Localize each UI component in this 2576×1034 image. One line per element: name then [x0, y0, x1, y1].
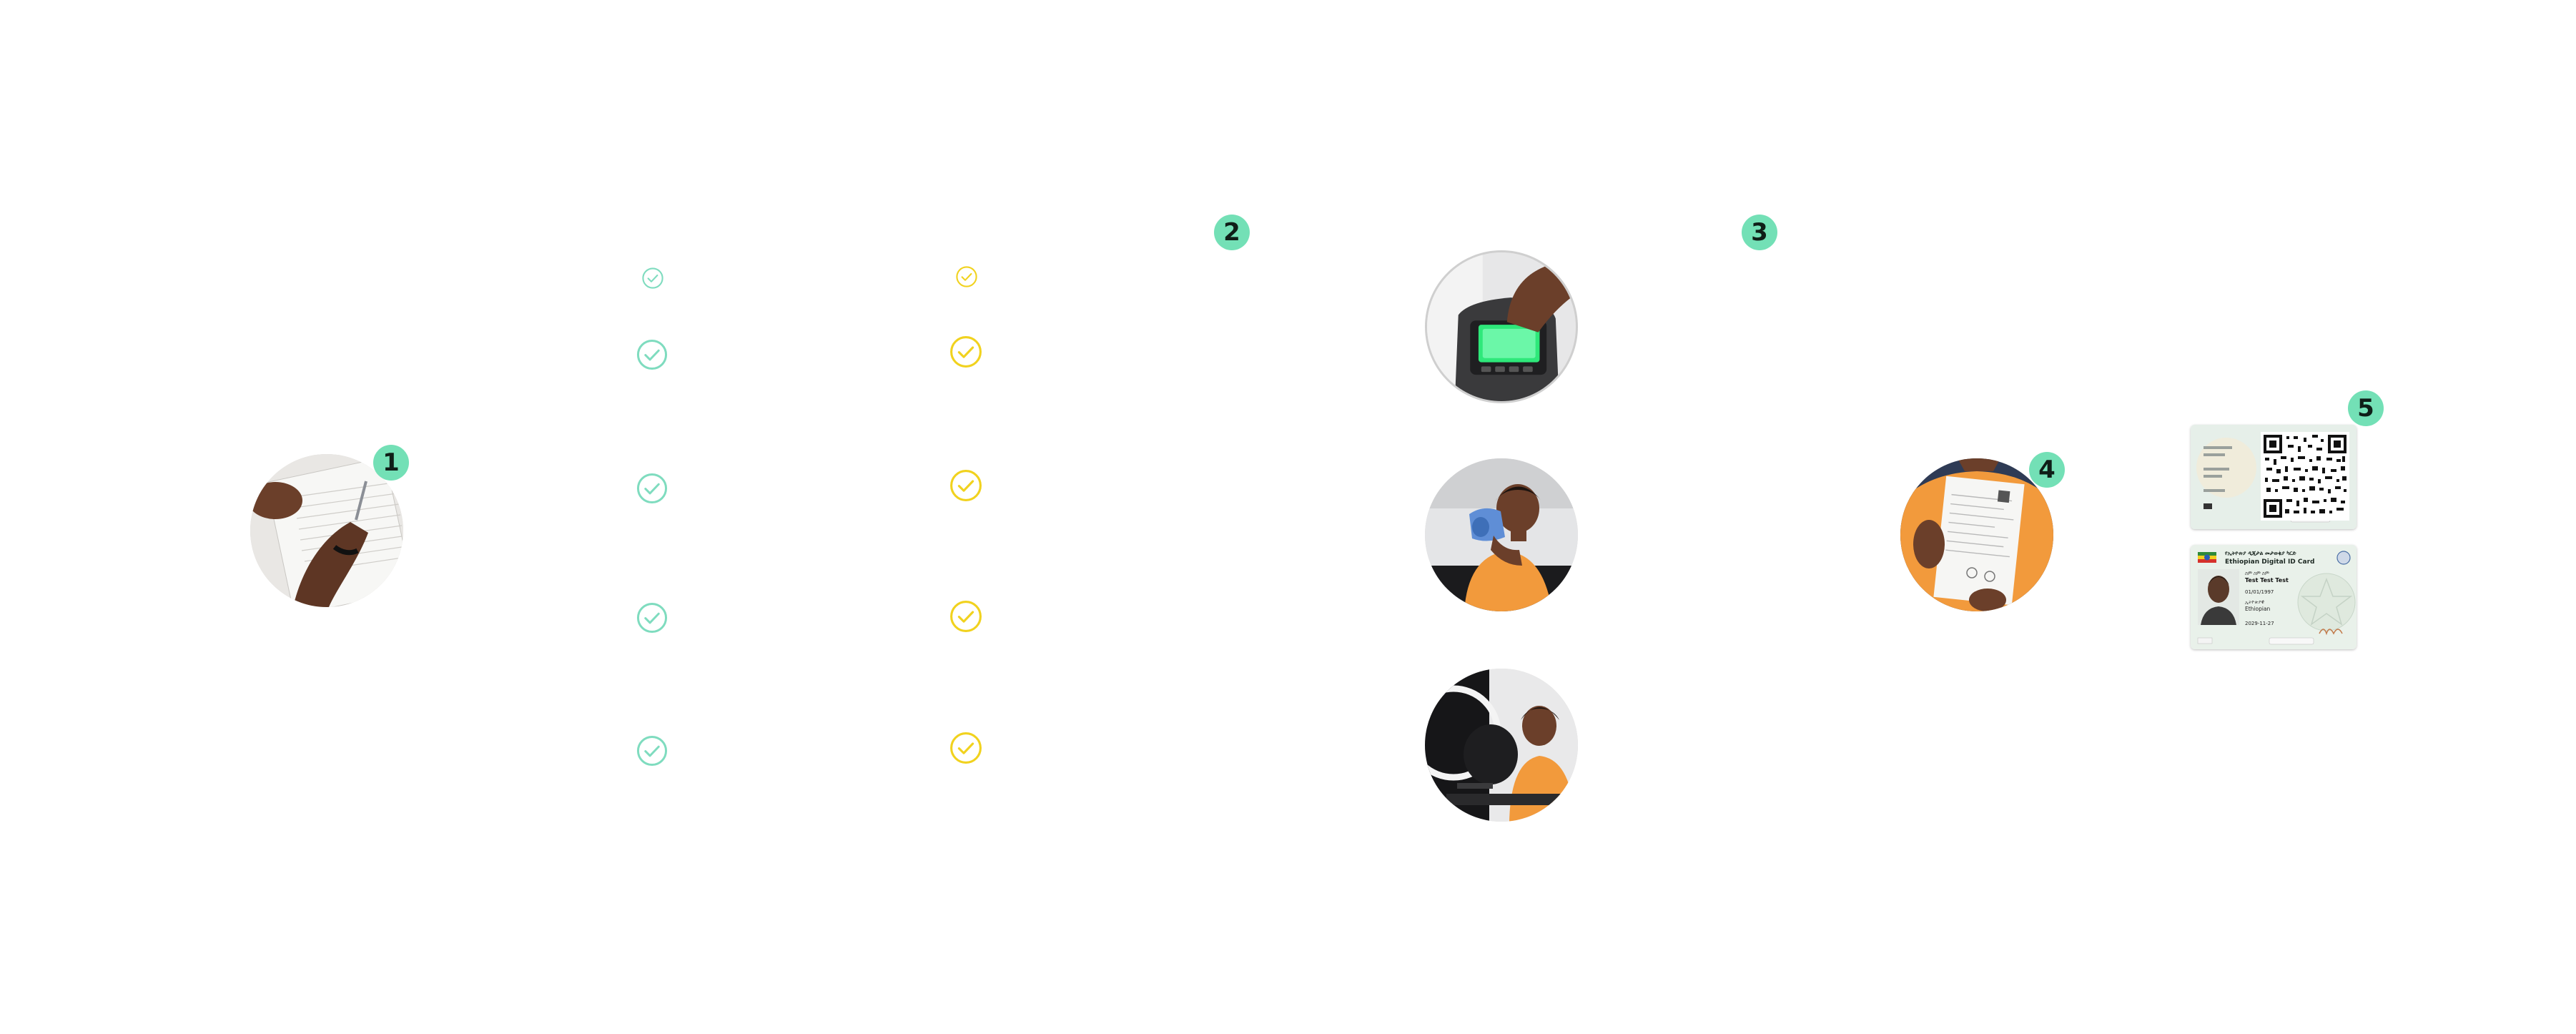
- card-name: Test Test Test: [2245, 577, 2289, 584]
- check-circle-icon: [949, 731, 983, 765]
- step-badge-5: 5: [2348, 390, 2384, 426]
- photo-iris-scan: [1425, 458, 1578, 611]
- card-amharic-title: የኢትዮጵያ ዲጂታል መታወቂያ ካርድ: [2225, 549, 2296, 557]
- card-name-amharic: ስም ስም ስም: [2245, 571, 2269, 576]
- check-circle-icon: [636, 472, 668, 505]
- id-card-back: [2191, 425, 2357, 529]
- step-badge-2: 2: [1214, 215, 1250, 250]
- photo-fingerprint-scan: [1425, 250, 1578, 403]
- photo-face-capture: [1425, 669, 1578, 822]
- check-circle-icon: [949, 468, 983, 503]
- check-circle-icon: [949, 599, 983, 634]
- photo-signing-document: [250, 454, 403, 607]
- check-circle-icon: [636, 338, 668, 371]
- step-badge-4: 4: [2029, 452, 2065, 488]
- card-nationality: Ethiopian: [2245, 606, 2271, 612]
- card-title: Ethiopian Digital ID Card: [2225, 558, 2314, 566]
- check-circle-icon: [636, 734, 668, 767]
- check-circle-icon: [955, 265, 978, 288]
- check-circle-icon: [949, 335, 983, 369]
- step-badge-1: 1: [373, 445, 409, 481]
- check-circle-icon: [641, 267, 664, 290]
- check-circle-icon: [636, 601, 668, 634]
- card-dob: 01/01/1997: [2245, 589, 2274, 595]
- photo-holding-form: [1900, 458, 2053, 611]
- id-card-front: የኢትዮጵያ ዲጂታል መታወቂያ ካርድ Ethiopian Digital …: [2191, 545, 2357, 649]
- step-badge-3: 3: [1742, 215, 1777, 250]
- card-expiry: 2029-11-27: [2245, 621, 2274, 626]
- card-nationality-amharic: ኢትዮጵያዊ: [2245, 599, 2264, 605]
